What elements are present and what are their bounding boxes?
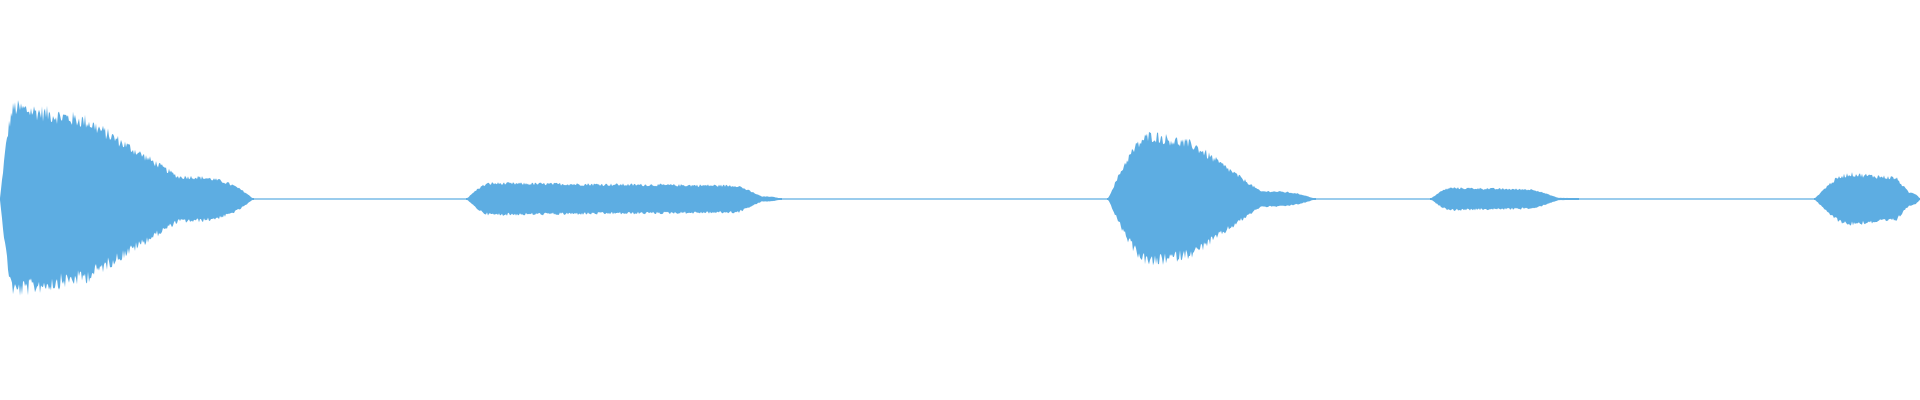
waveform-segment-2 <box>466 182 782 216</box>
waveform-segment-4 <box>1430 187 1579 211</box>
waveform-segment-3 <box>1107 131 1316 266</box>
waveform-segment-5 <box>1814 172 1920 226</box>
waveform-segment-1 <box>0 100 254 296</box>
waveform-segments <box>0 100 1920 296</box>
